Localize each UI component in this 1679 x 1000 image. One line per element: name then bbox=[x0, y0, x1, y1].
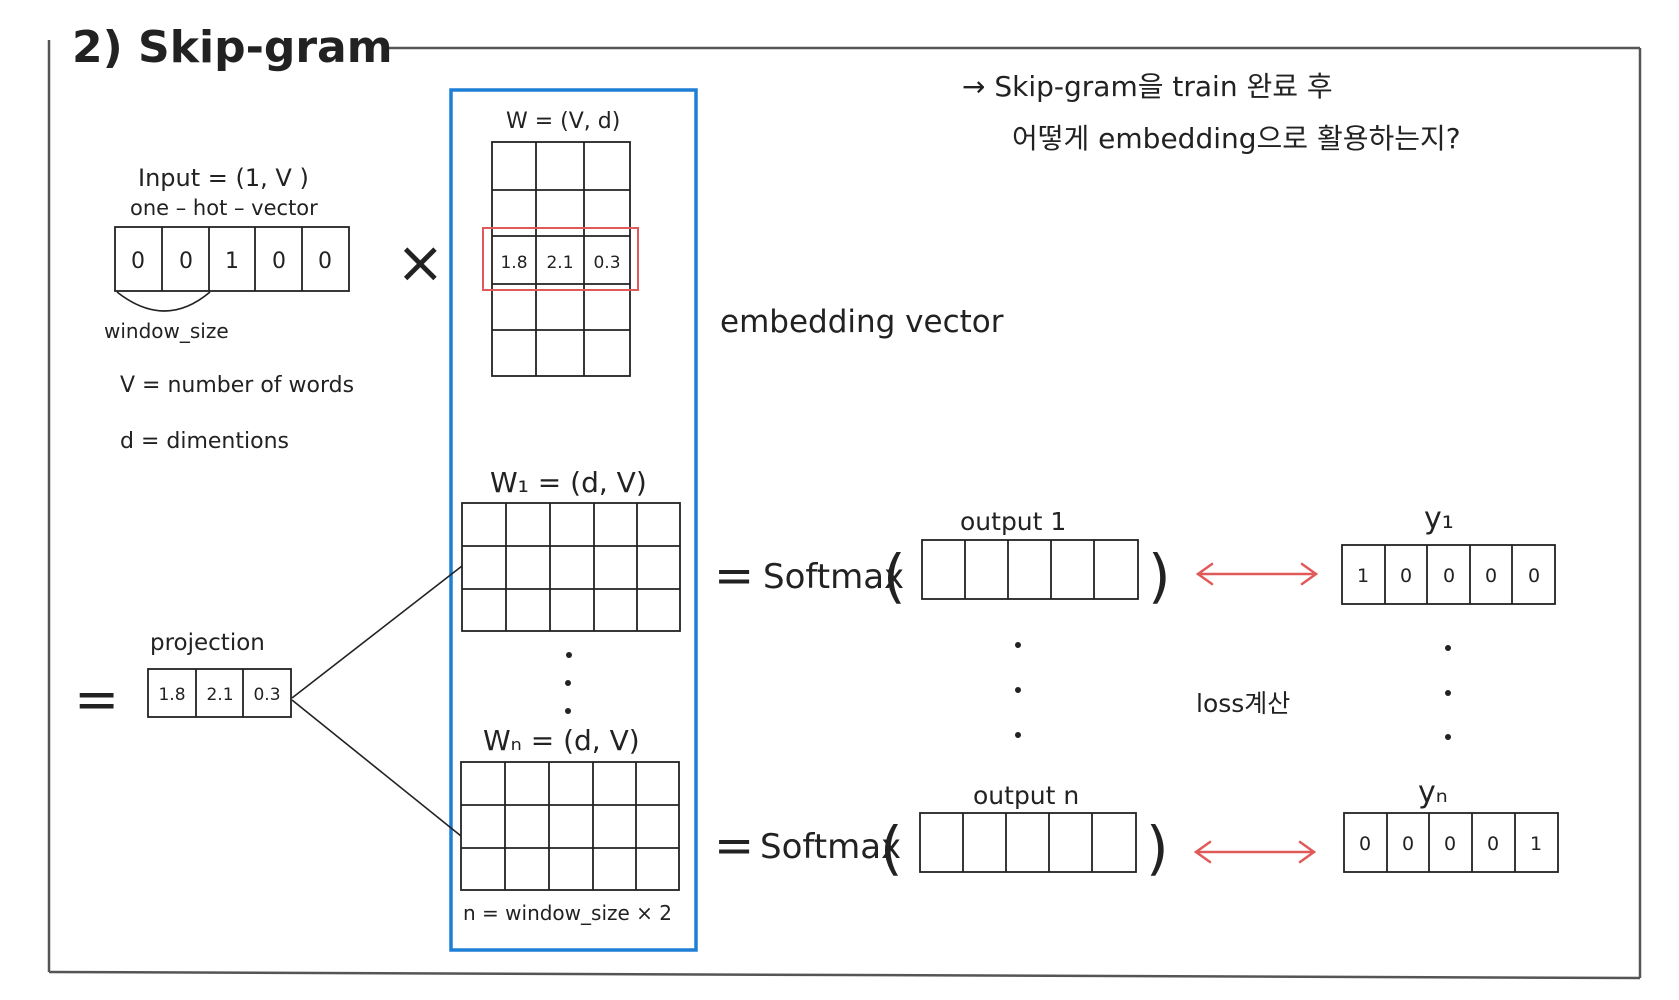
window-size-brace bbox=[116, 291, 211, 312]
yn-cell: 0 bbox=[1444, 833, 1456, 855]
softmax-n-close-paren: ) bbox=[1146, 814, 1169, 882]
input-label: Input = (1, V ) bbox=[138, 164, 309, 192]
softmax-n-word: Softmax bbox=[760, 827, 901, 867]
softmax-n-equals: = bbox=[714, 818, 754, 874]
projection-vector bbox=[147, 668, 292, 718]
yn-cell: 1 bbox=[1530, 833, 1542, 855]
y1-cell: 0 bbox=[1485, 565, 1497, 587]
input-sublabel: one – hot – vector bbox=[130, 196, 318, 220]
n-note: n = window_size × 2 bbox=[463, 901, 672, 925]
note-line-1: → Skip-gram을 train 완료 후 bbox=[962, 70, 1333, 103]
note-line-2: 어떻게 embedding으로 활용하는지? bbox=[1012, 122, 1461, 155]
matrix-w1-label: W₁ = (d, V) bbox=[490, 466, 647, 499]
embedding-cell: 1.8 bbox=[500, 253, 527, 273]
target-ellipsis bbox=[1445, 645, 1451, 740]
output-1-vector bbox=[921, 539, 1139, 600]
yn-label: yₙ bbox=[1418, 775, 1448, 810]
output-n-label: output n bbox=[973, 781, 1079, 810]
input-cell: 0 bbox=[131, 249, 145, 274]
loss-arrow-n bbox=[1193, 840, 1317, 864]
embedding-row-highlight bbox=[482, 227, 639, 291]
embedding-vector-label: embedding vector bbox=[720, 304, 1004, 340]
yn-vector bbox=[1343, 812, 1559, 873]
input-vector bbox=[114, 226, 350, 292]
outer-frame bbox=[47, 40, 1642, 980]
matrix-ellipsis bbox=[565, 652, 572, 714]
y1-cells: 1 0 0 0 0 bbox=[1357, 565, 1540, 587]
y1-cell: 0 bbox=[1443, 565, 1455, 587]
y1-label: y₁ bbox=[1424, 501, 1454, 536]
diagram-title: 2) Skip-gram bbox=[72, 22, 393, 73]
window-size-label: window_size bbox=[104, 319, 229, 343]
softmax-1-close-paren: ) bbox=[1148, 542, 1171, 610]
softmax-1-open-paren: ( bbox=[883, 542, 906, 610]
projection-cell: 1.8 bbox=[158, 685, 185, 705]
softmax-1-equals: = bbox=[714, 548, 754, 604]
output-ellipsis bbox=[1015, 642, 1021, 738]
times-symbol: × bbox=[396, 228, 445, 296]
matrix-wn-label: Wₙ = (d, V) bbox=[483, 724, 640, 757]
projection-equals: = bbox=[74, 668, 119, 731]
weights-box bbox=[449, 88, 698, 952]
projection-cells: 1.8 2.1 0.3 bbox=[158, 685, 280, 705]
embedding-cell: 2.1 bbox=[546, 253, 573, 273]
y1-cell: 0 bbox=[1528, 565, 1540, 587]
yn-cell: 0 bbox=[1402, 833, 1414, 855]
matrix-w1 bbox=[461, 502, 681, 632]
projection-connectors bbox=[291, 565, 463, 837]
legend-d: d = dimentions bbox=[120, 429, 289, 454]
input-cell: 0 bbox=[179, 249, 193, 274]
embedding-cell: 0.3 bbox=[593, 253, 620, 273]
y1-cell: 0 bbox=[1400, 565, 1412, 587]
projection-cell: 0.3 bbox=[253, 685, 280, 705]
y1-vector bbox=[1341, 544, 1556, 605]
output-n-vector bbox=[919, 812, 1137, 873]
yn-cell: 0 bbox=[1359, 833, 1371, 855]
matrix-wn bbox=[460, 761, 680, 891]
softmax-n-open-paren: ( bbox=[880, 814, 903, 882]
legend-v: V = number of words bbox=[120, 373, 354, 398]
input-cell: 0 bbox=[272, 249, 286, 274]
loss-label: loss계산 bbox=[1196, 689, 1290, 718]
loss-arrow-1 bbox=[1195, 562, 1319, 586]
input-cells: 0 0 1 0 0 bbox=[131, 249, 332, 274]
softmax-1-word: Softmax bbox=[763, 557, 904, 597]
matrix-w-label: W = (V, d) bbox=[506, 109, 620, 134]
projection-label: projection bbox=[150, 630, 265, 656]
matrix-w bbox=[491, 141, 631, 377]
yn-cell: 0 bbox=[1487, 833, 1499, 855]
input-cell: 0 bbox=[318, 249, 332, 274]
y1-cell: 1 bbox=[1357, 565, 1369, 587]
projection-cell: 2.1 bbox=[206, 685, 233, 705]
embedding-row-values: 1.8 2.1 0.3 bbox=[500, 253, 620, 273]
input-cell: 1 bbox=[225, 249, 239, 274]
output-1-label: output 1 bbox=[960, 507, 1066, 536]
yn-cells: 0 0 0 0 1 bbox=[1359, 833, 1542, 855]
